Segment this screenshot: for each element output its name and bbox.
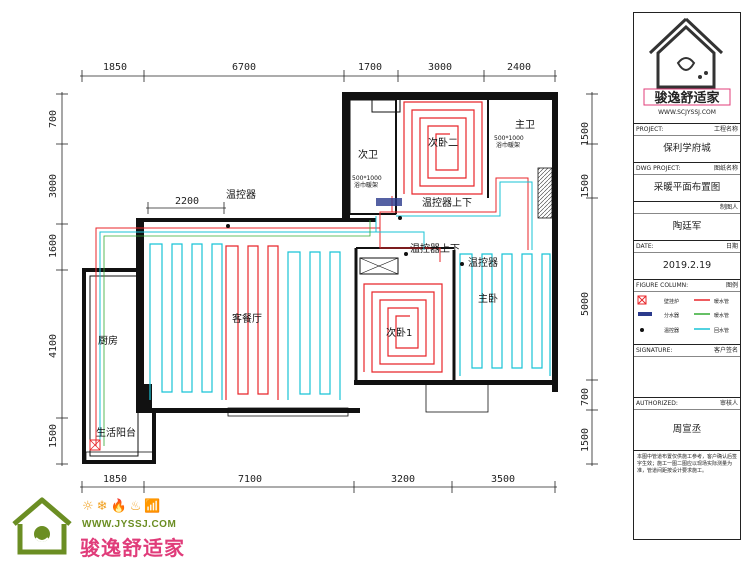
label-towel-rack-1: 500*1000: [352, 175, 382, 182]
heating-loops: [95, 101, 551, 446]
thermostat-icon-4: [460, 262, 464, 266]
dimension-bottom: [80, 481, 557, 493]
dim-left-3: 1600: [48, 234, 59, 258]
floor-plan: 1850 6700 1700 3000 2400 1850 7100 3200 …: [48, 62, 598, 493]
dim-left-1: 700: [48, 110, 59, 128]
room-master-bedroom: 主卧: [478, 292, 498, 305]
bedroom2-supply-loop: [403, 101, 483, 195]
legend-item-supply: 暖水管: [714, 298, 729, 305]
bedroom1-supply-loop: [363, 283, 443, 373]
project-label-row: PROJECT:工程名称: [634, 124, 740, 136]
thermostat-icon-3: [404, 252, 408, 256]
title-block: 骏逸舒适家 WWW.SCJYSSJ.COM PROJECT:工程名称 保利学府城…: [633, 12, 741, 540]
living-return-loop-b: [287, 251, 341, 400]
thermostat-icon-1: [226, 224, 230, 228]
dwg-value: 采暖平面布置图: [634, 175, 740, 202]
dim-bottom-1: 1850: [103, 474, 127, 485]
brand-house-icon: [12, 497, 72, 555]
boiler-icon: [89, 439, 101, 451]
title-block-note: 本图中管道布置仅供施工参考，客户确认后签字生效；施工一图二图应以现场实际测量为准…: [637, 454, 738, 474]
dimension-top: [80, 70, 557, 82]
label-thermostat-1: 温控器: [226, 188, 256, 201]
trunk-supply: [95, 177, 529, 446]
dim-top-4: 3000: [428, 62, 452, 73]
brand-feature-icons: ☼❄🔥♨📶: [82, 499, 164, 514]
room-secondary-bedroom-1: 次卧1: [386, 326, 412, 339]
house-logo-icon: 骏逸舒适家 WWW.SCJYSSJ.COM: [643, 17, 731, 116]
project-value: 保利学府城: [634, 136, 740, 163]
dimension-right: [586, 92, 598, 466]
brand-name: 骏逸舒适家: [80, 536, 185, 560]
title-block-logo: 骏逸舒适家 WWW.SCJYSSJ.COM: [634, 13, 740, 124]
date-value: 2019.2.19: [634, 253, 740, 280]
logo-url: WWW.SCJYSSJ.COM: [658, 109, 716, 116]
signature-box: [634, 357, 740, 398]
label-thermostat-3: 温控器上下: [410, 242, 460, 255]
authorized-value: 周宣丞: [634, 410, 740, 451]
legend-item-boiler: 壁挂炉: [664, 298, 679, 305]
manifold-icon: [376, 198, 402, 206]
label-towel-rack-2: 500*1000: [494, 135, 524, 142]
equipment: [89, 198, 464, 451]
dim-top-5: 2400: [507, 62, 531, 73]
label-towel-rack-2-sub: 浴巾暖架: [496, 141, 520, 149]
dim-bottom-4: 3500: [491, 474, 515, 485]
dim-right-2: 1500: [580, 174, 591, 198]
living-return-loop: [149, 243, 223, 400]
authorized-label-row: AUTHORIZED:审核人: [634, 398, 740, 410]
date-label-row: DATE:日期: [634, 241, 740, 253]
label-towel-rack-1-sub: 浴巾暖架: [354, 181, 378, 189]
walls: [82, 92, 558, 464]
logo-name: 骏逸舒适家: [654, 90, 720, 106]
room-kitchen: 厨房: [98, 334, 118, 347]
dimension-left: [56, 92, 68, 466]
dim-right-1: 1500: [580, 122, 591, 146]
dim-right-4: 700: [580, 388, 591, 406]
legend-item-pipe: 暖水管: [714, 312, 729, 319]
signature-label-row: SIGNATURE:客户签名: [634, 345, 740, 357]
thermostat-icon-2: [398, 216, 402, 220]
dim-top-2: 6700: [232, 62, 256, 73]
living-supply-loop-a: [225, 245, 279, 400]
label-thermostat-4: 温控器: [468, 256, 498, 269]
dim-top-3: 1700: [358, 62, 382, 73]
designer-value: 陶廷军: [634, 214, 740, 241]
room-master-bath: 主卫: [515, 119, 535, 131]
brand-url: WWW.JYSSJ.COM: [82, 519, 177, 530]
trunk-return: [99, 181, 533, 446]
dim-bottom-2: 7100: [238, 474, 262, 485]
dwg-label-row: DWG PROJECT:图纸名称: [634, 163, 740, 175]
dimension-inner: [146, 202, 226, 214]
dim-left-4: 4100: [48, 334, 59, 358]
dim-left-5: 1500: [48, 424, 59, 448]
legend: 壁挂炉 暖水管 分水器 暖水管 温控器 回水管: [634, 292, 740, 345]
legend-item-return: 回水管: [714, 327, 729, 334]
room-living-dining: 客餐厅: [232, 312, 262, 325]
master-return-loop: [459, 253, 551, 376]
dim-right-3: 5000: [580, 292, 591, 316]
legend-label-row: FIGURE COLUMN:图例: [634, 280, 740, 292]
dim-inner: 2200: [175, 196, 199, 207]
dim-right-5: 1500: [580, 428, 591, 452]
legend-item-manifold: 分水器: [664, 312, 679, 319]
dim-top-1: 1850: [103, 62, 127, 73]
dim-left-2: 3000: [48, 174, 59, 198]
room-secondary-bedroom-2: 次卧二: [428, 136, 458, 149]
legend-item-thermostat: 温控器: [664, 327, 679, 334]
room-secondary-bath: 次卫: [358, 148, 378, 161]
label-thermostat-2: 温控器上下: [422, 196, 472, 209]
trunk-green: [103, 220, 371, 446]
dim-bottom-3: 3200: [391, 474, 415, 485]
room-balcony: 生活阳台: [96, 426, 136, 439]
designer-label-row: 制图人: [634, 202, 740, 214]
